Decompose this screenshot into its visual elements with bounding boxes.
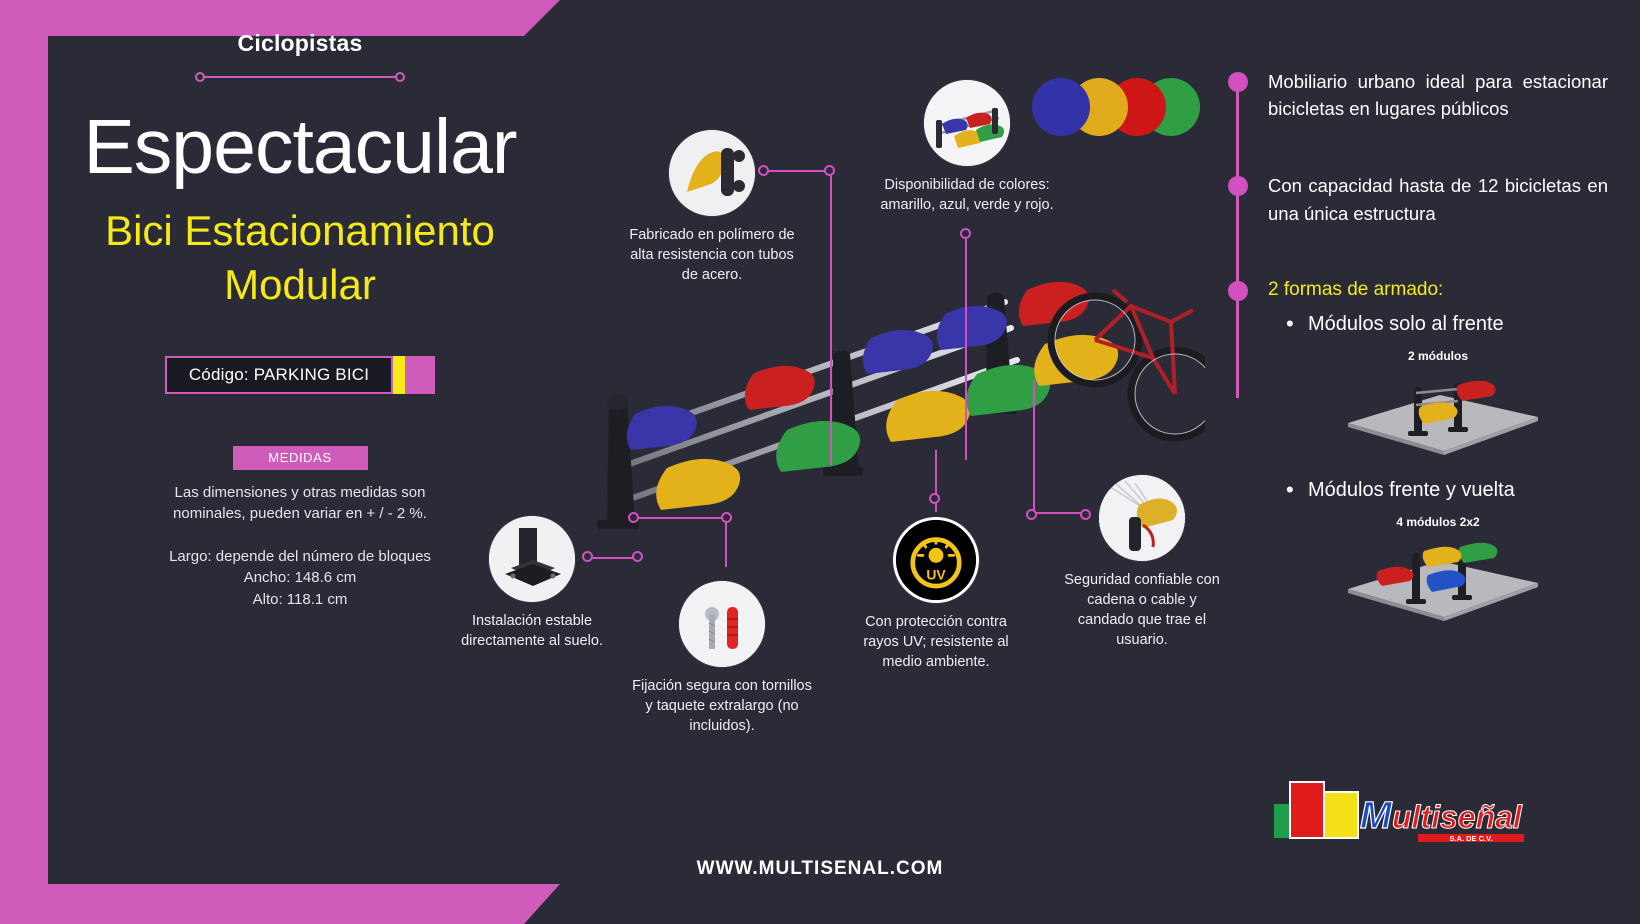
connector-colors — [960, 230, 972, 460]
left-column: Ciclopistas Espectacular Bici Estacionam… — [40, 0, 560, 610]
callout-install-caption: Instalación estable directamente al suel… — [461, 613, 603, 649]
connector-knob-security-b — [1080, 509, 1091, 520]
code-box: Código: PARKING BICI — [165, 355, 393, 394]
screw-anchor-svg — [679, 581, 765, 667]
connector-knob-security-a — [1026, 509, 1037, 520]
connector-knob-install-b — [632, 551, 643, 562]
multisenal-logo-svg: M ultiseñal S.A. DE C.V. — [1274, 781, 1524, 843]
callout-colors: Disponibilidad de colores: amarillo, azu… — [880, 80, 1054, 215]
bike-rack-module-photo-icon — [669, 130, 755, 216]
benefit-item-1: Mobiliario urbano ideal para estacionar … — [1228, 68, 1608, 122]
module-4-render — [1348, 543, 1538, 622]
lock-chain-svg — [1099, 475, 1185, 561]
callout-colors-caption: Disponibilidad de colores: amarillo, azu… — [880, 177, 1054, 213]
kicker-divider — [195, 71, 405, 83]
assembly-art-label-2: 4 módulos 2x2 — [1396, 515, 1480, 530]
color-swatch-group — [1032, 78, 1200, 136]
callout-security-caption: Seguridad confiable con cadena o cable y… — [1064, 572, 1220, 648]
multicolor-rack-photo-icon — [924, 80, 1010, 166]
divider-dot-right — [395, 72, 405, 82]
assembly-art-1 — [1308, 365, 1568, 457]
benefit-item-2: Con capacidad hasta de 12 bicicletas en … — [1228, 172, 1608, 226]
base-plate-photo-icon — [489, 516, 575, 602]
subtitle-line-2: Modular — [224, 260, 376, 308]
measures-tag: MEDIDAS — [232, 445, 368, 470]
connector-knob-fixing-b — [721, 512, 732, 523]
callout-polymer: Fabricado en polímero de alta resistenci… — [622, 130, 802, 285]
connector-knob-colors — [960, 228, 971, 239]
company-logo: M ultiseñal S.A. DE C.V. — [1268, 772, 1558, 843]
timeline-bullet-3 — [1228, 280, 1248, 301]
code-accent-pink — [405, 355, 435, 394]
timeline-line — [1236, 88, 1239, 398]
uv-protection-icon: UV — [893, 517, 979, 603]
uv-sun-svg: UV — [896, 520, 976, 600]
assembly-section: 2 formas de armado: Módulos solo al fren… — [1228, 277, 1608, 624]
callout-security: Seguridad confiable con cadena o cable y… — [1058, 475, 1226, 650]
subtitle-line-1: Bici Estacionamiento — [105, 207, 495, 254]
connector-security — [1028, 380, 1098, 520]
uv-label: UV — [926, 567, 946, 583]
product-illustration — [575, 262, 1205, 562]
footer-url[interactable]: WWW.MULTISENAL.COM — [696, 858, 944, 879]
assembly-heading: 2 formas de armado: — [1268, 278, 1444, 300]
module-photo-svg — [669, 130, 755, 216]
kicker-label: Ciclopistas — [237, 30, 363, 56]
decorative-left-band — [0, 0, 48, 924]
assembly-options-list-2: Módulos frente y vuelta — [1268, 473, 1608, 506]
page-subtitle: Bici Estacionamiento Modular — [40, 204, 560, 312]
product-code-badge: Código: PARKING BICI — [165, 355, 435, 394]
decorative-top-band — [0, 0, 560, 36]
assembly-options-list: Módulos solo al frente — [1268, 307, 1608, 340]
assembly-option-2: Módulos frente y vuelta — [1280, 473, 1608, 506]
code-accent-yellow — [393, 355, 405, 394]
connector-install — [586, 552, 646, 564]
divider-bar — [201, 76, 399, 78]
benefit-text-2: Con capacidad hasta de 12 bicicletas en … — [1268, 175, 1608, 224]
connector-knob-polymer-b — [824, 165, 835, 176]
page-title: Espectacular — [83, 104, 517, 190]
right-column: Mobiliario urbano ideal para estacionar … — [1228, 68, 1608, 623]
callout-uv: UV Con protección contra rayos UV; resis… — [848, 517, 1024, 672]
timeline-bullet-1 — [1228, 72, 1248, 92]
callout-install: Instalación estable directamente al suel… — [444, 516, 620, 651]
callout-polymer-caption: Fabricado en polímero de alta resistenci… — [629, 227, 795, 283]
connector-fixing — [630, 512, 750, 572]
connector-uv — [930, 450, 942, 520]
logo-wordmark-m: M — [1360, 795, 1393, 837]
base-plate-svg — [489, 516, 575, 602]
logo-suffix: S.A. DE C.V. — [1449, 834, 1492, 842]
measure-alto: Alto: 118.1 cm — [252, 590, 348, 608]
connector-knob-polymer-a — [758, 165, 769, 176]
measure-ancho: Ancho: 148.6 cm — [243, 569, 357, 587]
swatch-blue — [1032, 78, 1090, 136]
connector-polymer — [760, 165, 840, 465]
callout-fixing-caption: Fijación segura con tornillos y taquete … — [632, 678, 812, 734]
measures-dimensions: Largo: depende del número de bloques Anc… — [40, 546, 560, 610]
lock-chain-photo-icon — [1099, 475, 1185, 561]
screw-and-anchor-photo-icon — [679, 581, 765, 667]
code-label: Código: PARKING BICI — [188, 364, 370, 384]
timeline-bullet-2 — [1228, 176, 1248, 197]
callout-uv-caption: Con protección contra rayos UV; resisten… — [863, 614, 1009, 670]
connector-knob-install-a — [582, 551, 593, 562]
bike-rack-render — [597, 281, 1205, 529]
assembly-art-2 — [1308, 531, 1568, 623]
connector-knob-fixing-a — [628, 512, 639, 523]
measure-largo: Largo: depende del número de bloques — [169, 548, 431, 566]
benefit-text-1: Mobiliario urbano ideal para estacionar … — [1268, 71, 1608, 120]
module-2-render — [1348, 381, 1538, 456]
assembly-art-label-1: 2 módulos — [1407, 349, 1468, 364]
measures-note: Las dimensiones y otras medidas son nomi… — [173, 483, 427, 522]
connector-knob-uv — [929, 493, 940, 504]
multicolor-photo-svg — [924, 80, 1010, 166]
assembly-option-1: Módulos solo al frente — [1280, 307, 1608, 340]
callout-fixing: Fijación segura con tornillos y taquete … — [630, 581, 814, 736]
divider-dot-left — [195, 72, 205, 82]
decorative-bottom-band — [0, 884, 560, 924]
logo-wordmark: ultiseñal — [1392, 799, 1523, 835]
